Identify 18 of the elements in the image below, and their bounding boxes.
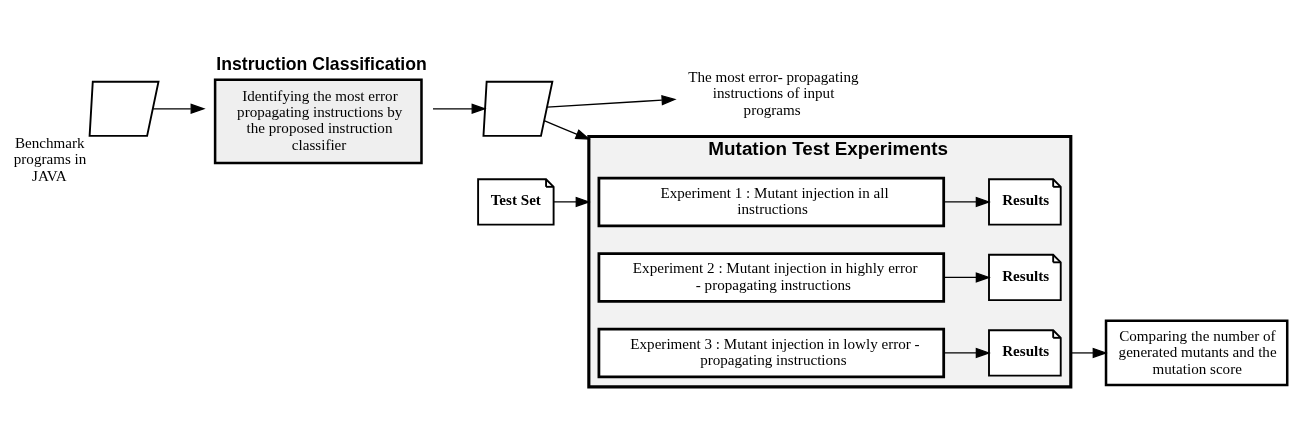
node-box: Comparing the number of generated mutants and the mutation score [1104,319,1289,387]
node-box: Experiment 2 : Mutant injection in highly error - propagating instructions [597,252,946,303]
arrow [943,347,991,359]
arrow [1070,347,1108,359]
node-box: Experiment 1 : Mutant injection in all instructions [597,176,946,228]
arrow [432,103,487,115]
arrow [152,103,206,115]
node-box: Experiment 3 : Mutant injection in lowly error - propagating instructions [597,327,946,379]
node-tape [88,80,160,137]
node-text: The most error- propagating instructions of input programs [688,68,859,118]
arrow [543,120,591,140]
node-label: Instruction Classification [216,54,427,75]
arrow [546,94,677,108]
arrow [943,196,991,208]
arrow [553,196,591,208]
arrow [943,272,991,283]
node-label: Benchmark programs in JAVA [13,134,87,184]
node-tape [482,80,554,137]
